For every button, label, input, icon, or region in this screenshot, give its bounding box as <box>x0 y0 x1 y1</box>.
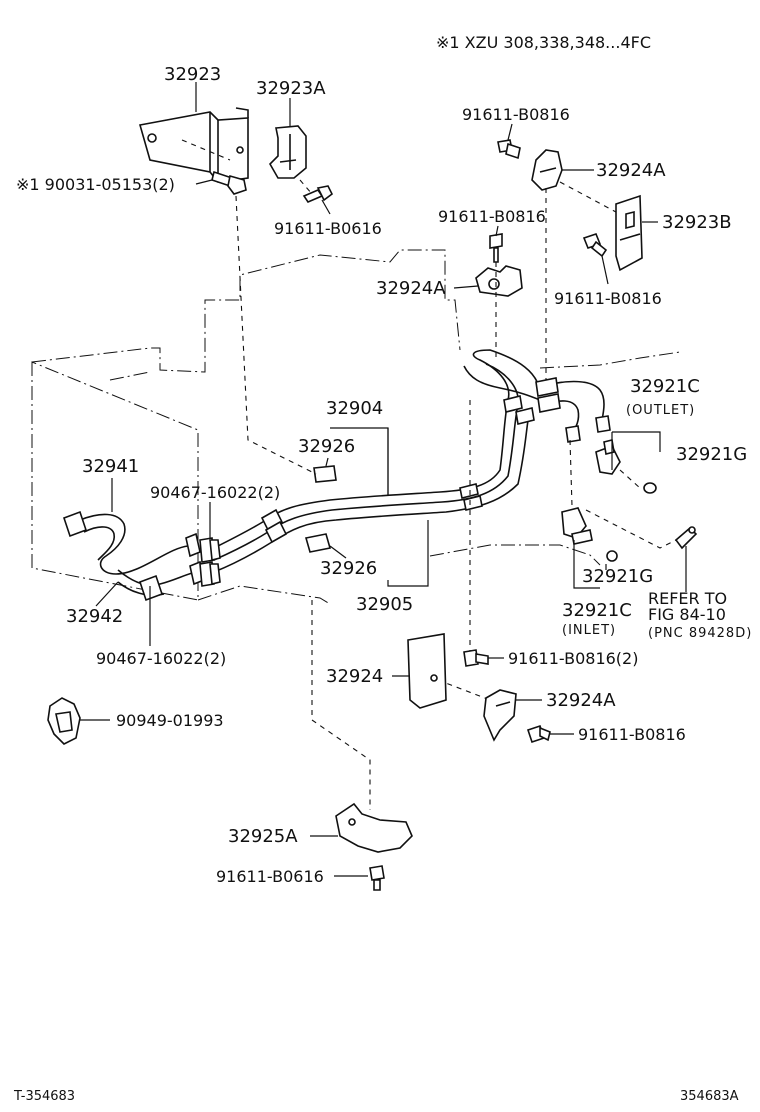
label-90467-16022-bottom: 90467-16022(2) <box>96 649 226 668</box>
engine-outline <box>31 249 681 605</box>
label-32921G-bottom: 32921G <box>582 566 653 587</box>
label-32923: 32923 <box>164 64 221 85</box>
bracket-32923B <box>615 194 643 272</box>
label-90031-05153: ※1 90031-05153(2) <box>16 175 175 194</box>
bolt-91611-b0816-d-icon <box>526 724 551 744</box>
bracket-32923A <box>269 125 307 179</box>
label-32926-top: 32926 <box>298 436 355 457</box>
bolt-91611-b0816-2-icon <box>463 649 489 667</box>
bolt-91611-b0816-a-icon <box>497 139 521 160</box>
refer-line-3: (PNC 89428D) <box>648 626 752 641</box>
label-32924A-mid: 32924A <box>376 278 446 299</box>
bolt-91611-b0616-bottom-icon <box>369 865 385 891</box>
label-32921C-outlet: 32921C <box>630 376 700 397</box>
sleeve-32926-top <box>313 465 337 483</box>
label-32921C-inlet: 32921C <box>562 600 632 621</box>
model-note: ※1 XZU 308,338,348...4FC <box>436 33 651 52</box>
label-32941: 32941 <box>82 456 139 477</box>
hose-32942 <box>117 560 205 602</box>
label-91611-B0816-c: 91611-B0816 <box>554 289 662 308</box>
bolt-91611-b0616-top-icon <box>302 185 334 203</box>
label-91611-B0816-2: 91611-B0816(2) <box>508 649 638 668</box>
label-91611-B0616-bottom: 91611-B0616 <box>216 867 324 886</box>
label-outlet: (OUTLET) <box>626 403 695 418</box>
clip-90949-icon <box>47 697 81 745</box>
clamp-90467-top-icon <box>199 537 221 563</box>
label-inlet: (INLET) <box>562 623 616 638</box>
hose-assembly <box>213 349 611 573</box>
clamp-32924A-mid <box>475 265 523 297</box>
label-32905: 32905 <box>356 594 413 615</box>
refer-line-1: REFER TO <box>648 589 727 608</box>
bracket-32925A <box>335 802 413 853</box>
refer-connector-icon <box>674 526 698 550</box>
label-91611-B0816-a: 91611-B0816 <box>462 105 570 124</box>
clamp-90467-bottom-icon <box>199 561 221 587</box>
label-32924A-bottom: 32924A <box>546 690 616 711</box>
label-32924: 32924 <box>326 666 383 687</box>
bracket-32924 <box>407 633 447 709</box>
footer-left-code: T-354683 <box>13 1089 75 1104</box>
label-91611-B0816-d: 91611-B0816 <box>578 725 686 744</box>
label-32942: 32942 <box>66 606 123 627</box>
union-32921C-inlet <box>561 507 593 545</box>
label-91611-B0816-b: 91611-B0816 <box>438 207 546 226</box>
label-32926-bottom: 32926 <box>320 558 377 579</box>
bolt-91611-b0816-b-icon <box>489 233 503 263</box>
clamp-32924A-top <box>531 149 563 191</box>
sleeve-32926-bottom <box>304 533 332 553</box>
clamp-32924A-bottom <box>483 689 517 742</box>
label-32923B: 32923B <box>662 212 732 233</box>
bracket-32923 <box>138 107 249 183</box>
bolt-90031-icon <box>211 170 247 195</box>
hose-32941 <box>62 510 201 575</box>
label-32923A: 32923A <box>256 78 326 99</box>
label-32925A: 32925A <box>228 826 298 847</box>
footer-right-code: 354683A <box>680 1089 739 1104</box>
label-32904: 32904 <box>326 398 383 419</box>
label-90949-01993: 90949-01993 <box>116 711 224 730</box>
union-32921C-outlet <box>595 439 621 475</box>
refer-line-2: FIG 84-10 <box>648 605 726 624</box>
label-91611-B0616-top: 91611-B0616 <box>274 219 382 238</box>
dashed-leaders <box>181 139 677 810</box>
label-32924A-top: 32924A <box>596 160 666 181</box>
label-90467-16022-top: 90467-16022(2) <box>150 483 280 502</box>
label-32921G-top: 32921G <box>676 444 747 465</box>
bolt-91611-b0816-c-icon <box>582 233 608 258</box>
